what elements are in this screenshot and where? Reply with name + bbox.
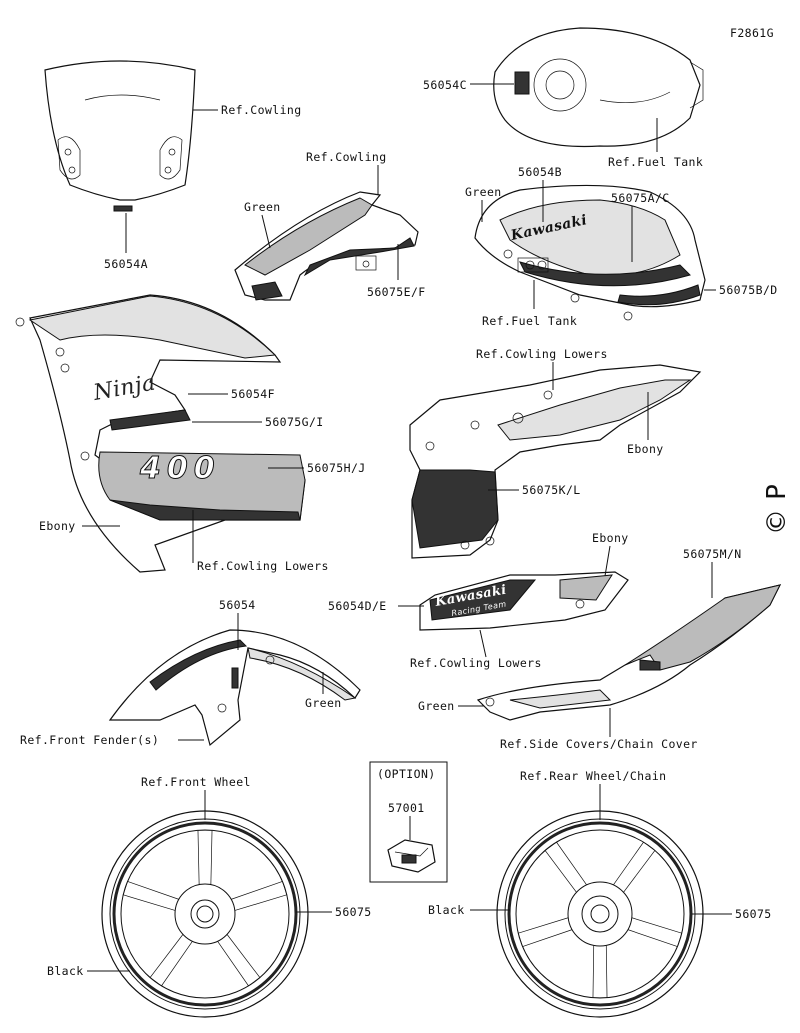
wheel-spoke	[149, 932, 194, 987]
label-56075HJ[interactable]: 56075H/J	[307, 461, 366, 475]
wheel-spoke	[625, 916, 683, 947]
label-56054A[interactable]: 56054A	[104, 257, 148, 271]
label-56075EF[interactable]: 56075E/F	[367, 285, 426, 299]
label-56054B[interactable]: 56054B	[518, 165, 562, 179]
wheel-spoke	[216, 932, 261, 987]
label-56054C[interactable]: 56054C	[423, 78, 467, 92]
label-black-rear: Black	[428, 903, 465, 917]
decal-model-number: 400	[139, 451, 221, 486]
fuel-tank-top-part[interactable]	[493, 27, 704, 148]
label-56075-front[interactable]: 56075	[335, 905, 372, 919]
label-ref-front-wheel: Ref.Front Wheel	[141, 775, 251, 789]
label-ref-rear-wheel: Ref.Rear Wheel/Chain	[520, 769, 666, 783]
option-box: (OPTION) 57001	[369, 761, 448, 883]
wheel-spoke	[544, 841, 589, 895]
label-ebony-3: Ebony	[592, 531, 629, 545]
option-title: (OPTION)	[377, 767, 436, 781]
label-56075BD[interactable]: 56075B/D	[719, 283, 778, 297]
decal-56075HJ[interactable]	[98, 451, 306, 521]
label-56075-rear[interactable]: 56075	[735, 907, 772, 921]
wheel-spoke	[611, 841, 656, 895]
label-ref-front-fender: Ref.Front Fender(s)	[20, 733, 159, 747]
fuel-tank-side-part[interactable]: Kawasaki	[474, 184, 706, 321]
decal-56054A[interactable]	[113, 205, 133, 212]
decal-56075-front[interactable]	[112, 821, 298, 1007]
label-ref-cowling-lowers-2: Ref.Cowling Lowers	[476, 347, 608, 361]
diagram-code: F2861G	[730, 26, 774, 40]
label-ref-cowling-lowers-3: Ref.Cowling Lowers	[410, 656, 542, 670]
upper-cowl-part[interactable]	[234, 191, 419, 301]
label-56075AC[interactable]: 56075A/C	[611, 191, 670, 205]
label-green-1: Green	[244, 200, 281, 214]
label-green-3: Green	[418, 699, 455, 713]
label-ebony-1: Ebony	[39, 519, 76, 533]
wheel-spoke	[229, 881, 288, 912]
front-fender-part[interactable]	[108, 629, 361, 747]
label-56054[interactable]: 56054	[219, 598, 256, 612]
label-56054F[interactable]: 56054F	[231, 387, 275, 401]
side-cover-part[interactable]	[476, 584, 782, 721]
copyright-mark: © P	[762, 484, 792, 535]
decal-56075KL[interactable]	[411, 469, 499, 549]
label-56075GI[interactable]: 56075G/I	[265, 415, 324, 429]
label-green-4: Green	[305, 696, 342, 710]
wheel-spoke	[197, 829, 213, 887]
label-57001[interactable]: 57001	[388, 801, 425, 815]
wheel-spoke	[122, 881, 181, 912]
rear-wheel-part[interactable]	[496, 810, 704, 1018]
label-ref-fuel-tank-1: Ref.Fuel Tank	[608, 155, 703, 169]
label-black-front: Black	[47, 964, 84, 978]
label-ref-side-covers: Ref.Side Covers/Chain Cover	[500, 737, 698, 751]
label-ref-fuel-tank-2: Ref.Fuel Tank	[482, 314, 577, 328]
label-56054DE[interactable]: 56054D/E	[328, 599, 387, 613]
wheel-spoke	[592, 943, 608, 999]
option-part-57001[interactable]	[387, 839, 436, 873]
label-ref-cowling-2: Ref.Cowling	[306, 150, 387, 164]
decal-56075AC[interactable]	[519, 261, 691, 287]
label-green-2: Green	[465, 185, 502, 199]
windscreen-part[interactable]	[44, 60, 196, 212]
label-56075KL[interactable]: 56075K/L	[522, 483, 581, 497]
label-ref-cowling-lowers-1: Ref.Cowling Lowers	[197, 559, 329, 573]
front-wheel-part[interactable]	[101, 810, 309, 1018]
cowling-lower-part[interactable]	[409, 364, 702, 559]
wheel-spoke	[517, 916, 575, 947]
lower-fairing-part[interactable]: Kawasaki Racing Team	[419, 571, 629, 631]
label-ref-cowling-1: Ref.Cowling	[221, 103, 302, 117]
decal-56075MN[interactable]	[624, 584, 781, 671]
decal-56054C[interactable]	[514, 71, 530, 95]
label-ebony-2: Ebony	[627, 442, 664, 456]
decal-56075-rear[interactable]	[507, 821, 693, 1007]
label-56075MN[interactable]: 56075M/N	[683, 547, 742, 561]
side-cowl-part[interactable]: Ninja 400	[15, 294, 306, 573]
